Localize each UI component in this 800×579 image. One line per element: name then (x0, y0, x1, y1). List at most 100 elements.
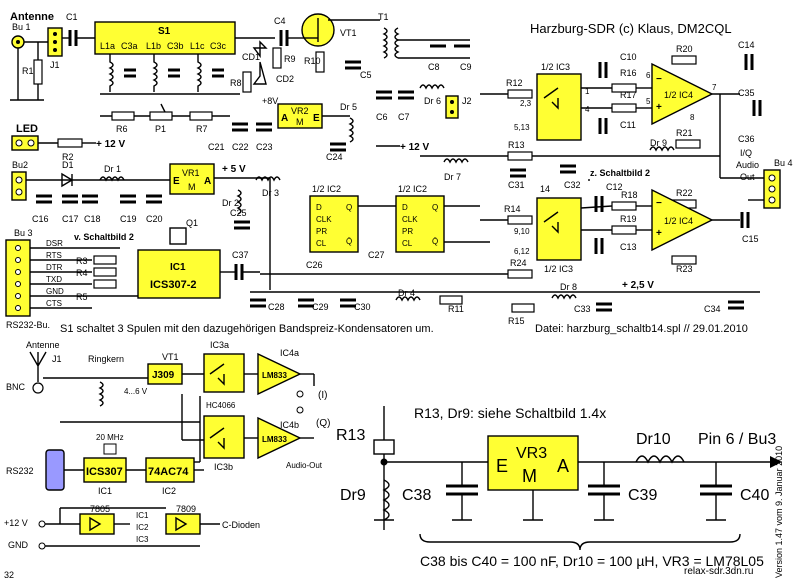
r8-label: R8 (230, 78, 242, 88)
ic3a-block-label: IC3a (210, 340, 229, 350)
ic1-supply: IC1 (136, 511, 149, 520)
ic3-supply: IC3 (136, 535, 149, 544)
detail-dr9-label: Dr9 (340, 487, 366, 504)
version-note: Version 1.47 vom 9. Januar 2010 (774, 446, 784, 578)
opamp-ic4-top (651, 62, 714, 126)
svg-text:−: − (656, 198, 662, 209)
ic2a-qn: Q̄ (346, 237, 352, 246)
r22-label: R22 (676, 188, 693, 198)
r4-label: R4 (76, 268, 88, 278)
c36-label: C36 (738, 134, 755, 144)
ic2b-d: D (402, 203, 408, 212)
pin-4: 4 (585, 105, 590, 114)
detail-m-label: M (522, 466, 537, 486)
bnc-label: BNC (6, 382, 26, 392)
r20-label: R20 (676, 44, 693, 54)
power-connector-bu2 (11, 171, 27, 201)
coil-c3c: C3c (210, 41, 227, 51)
schaltbild-2-a: z. Schaltbild 2 (590, 168, 650, 178)
v12-label-a: + 12 V (96, 139, 126, 150)
opamp-ic4-bottom (651, 188, 714, 252)
detail-pin-label: Pin 6 / Bu3 (698, 431, 776, 448)
page-number: 32 (4, 570, 14, 579)
v12-label-b: + 12 V (400, 142, 430, 153)
r7-label: R7 (196, 124, 208, 134)
j2-label: J2 (462, 96, 472, 106)
lm833a-label: LM833 (262, 371, 287, 380)
pin-dsr: DSR (46, 239, 63, 248)
c10-label: C10 (620, 52, 637, 62)
r19-label: R19 (620, 214, 637, 224)
c7-label: C7 (398, 112, 410, 122)
rs232-connector-bu3 (5, 239, 31, 317)
block-7809 (165, 513, 201, 535)
c25-label: C25 (230, 208, 247, 218)
cd1-label: CD1 (242, 52, 260, 62)
r15-label: R15 (508, 316, 525, 326)
pin-txd: TXD (46, 275, 62, 284)
ic2a-cl: CL (316, 239, 327, 248)
vt1-label: VT1 (340, 28, 357, 38)
vr2-m: M (296, 117, 304, 127)
pins-6-12: 6,12 (514, 247, 530, 256)
c9-label: C9 (460, 62, 472, 72)
r9-label: R9 (284, 54, 296, 64)
pin-gnd: GND (46, 287, 64, 296)
j1-label: J1 (50, 60, 60, 70)
r17-label: R17 (620, 90, 637, 100)
lm833b-label: LM833 (262, 435, 287, 444)
dr8-label: Dr 8 (560, 282, 577, 292)
cd2-label: CD2 (276, 74, 294, 84)
schematic-title: Harzburg-SDR (c) Klaus, DM2CQL (530, 21, 732, 36)
r13-label: R13 (508, 140, 525, 150)
jumper-j2 (445, 95, 459, 119)
j309-label: J309 (152, 370, 175, 381)
c20-label: C20 (146, 214, 163, 224)
r7809-label: 7809 (176, 504, 196, 514)
coil-c3a: C3a (121, 41, 138, 51)
db9-connector-icon (45, 449, 65, 491)
dr5-label: Dr 5 (340, 102, 357, 112)
pin-14: 14 (540, 184, 550, 194)
svg-text:−: − (656, 74, 662, 85)
r2-label: R2 (62, 152, 74, 162)
detail-a-label: A (557, 456, 569, 476)
ic2a-label: 1/2 IC2 (312, 184, 341, 194)
c5-label: C5 (360, 70, 372, 80)
vr2-label: VR2 (291, 106, 309, 116)
c11-label: C11 (620, 120, 636, 130)
r23-label: R23 (676, 264, 693, 274)
regulator-vr1-box (169, 163, 215, 195)
site-watermark: relax-sdr.3dn.ru (684, 566, 753, 577)
r10-label: R10 (304, 56, 321, 66)
vr1-m: M (188, 182, 196, 192)
r11-label: R11 (448, 304, 464, 314)
cdioden-label: C-Dioden (222, 520, 260, 530)
v5-label: + 5 V (222, 164, 246, 175)
ic2b-q: Q (432, 203, 438, 212)
coil-l1a: L1a (100, 41, 115, 51)
ic2b-label: 1/2 IC2 (398, 184, 427, 194)
c35-label: C35 (738, 88, 755, 98)
dr4-label: Dr 4 (398, 288, 415, 298)
ic1-ics307-box (137, 249, 221, 299)
r3-label: R3 (76, 256, 88, 266)
ac74-label: 74AC74 (148, 466, 189, 478)
top-schematic: Antenne Bu 1 J1 R1 C1 S1 L1a C3a L1b C3b… (5, 11, 793, 335)
pin-5: 5 (646, 97, 651, 106)
block-diagram: Antenne BNC J1 Ringkern 4...6 V VT1 J309… (4, 340, 330, 579)
detail-footer: C38 bis C40 = 100 nF, Dr10 = 100 µH, VR3… (420, 553, 764, 569)
audio-out-label: Audio-Out (286, 461, 323, 470)
detail-schematic: R13, Dr9: siehe Schaltbild 1.4x R13 Dr9 … (336, 405, 784, 578)
c30-label: C30 (354, 302, 371, 312)
pins-5-13: 5,13 (514, 123, 530, 132)
pin-1: 1 (585, 87, 590, 96)
dr6-label: Dr 6 (424, 96, 441, 106)
ic2a-clk: CLK (316, 215, 332, 224)
q-label: (Q) (316, 418, 330, 429)
ic4a-block-label: IC4a (280, 348, 299, 358)
v8-label: +8V (262, 96, 278, 106)
ic2-supply: IC2 (136, 523, 149, 532)
block-74ac74 (145, 457, 195, 483)
